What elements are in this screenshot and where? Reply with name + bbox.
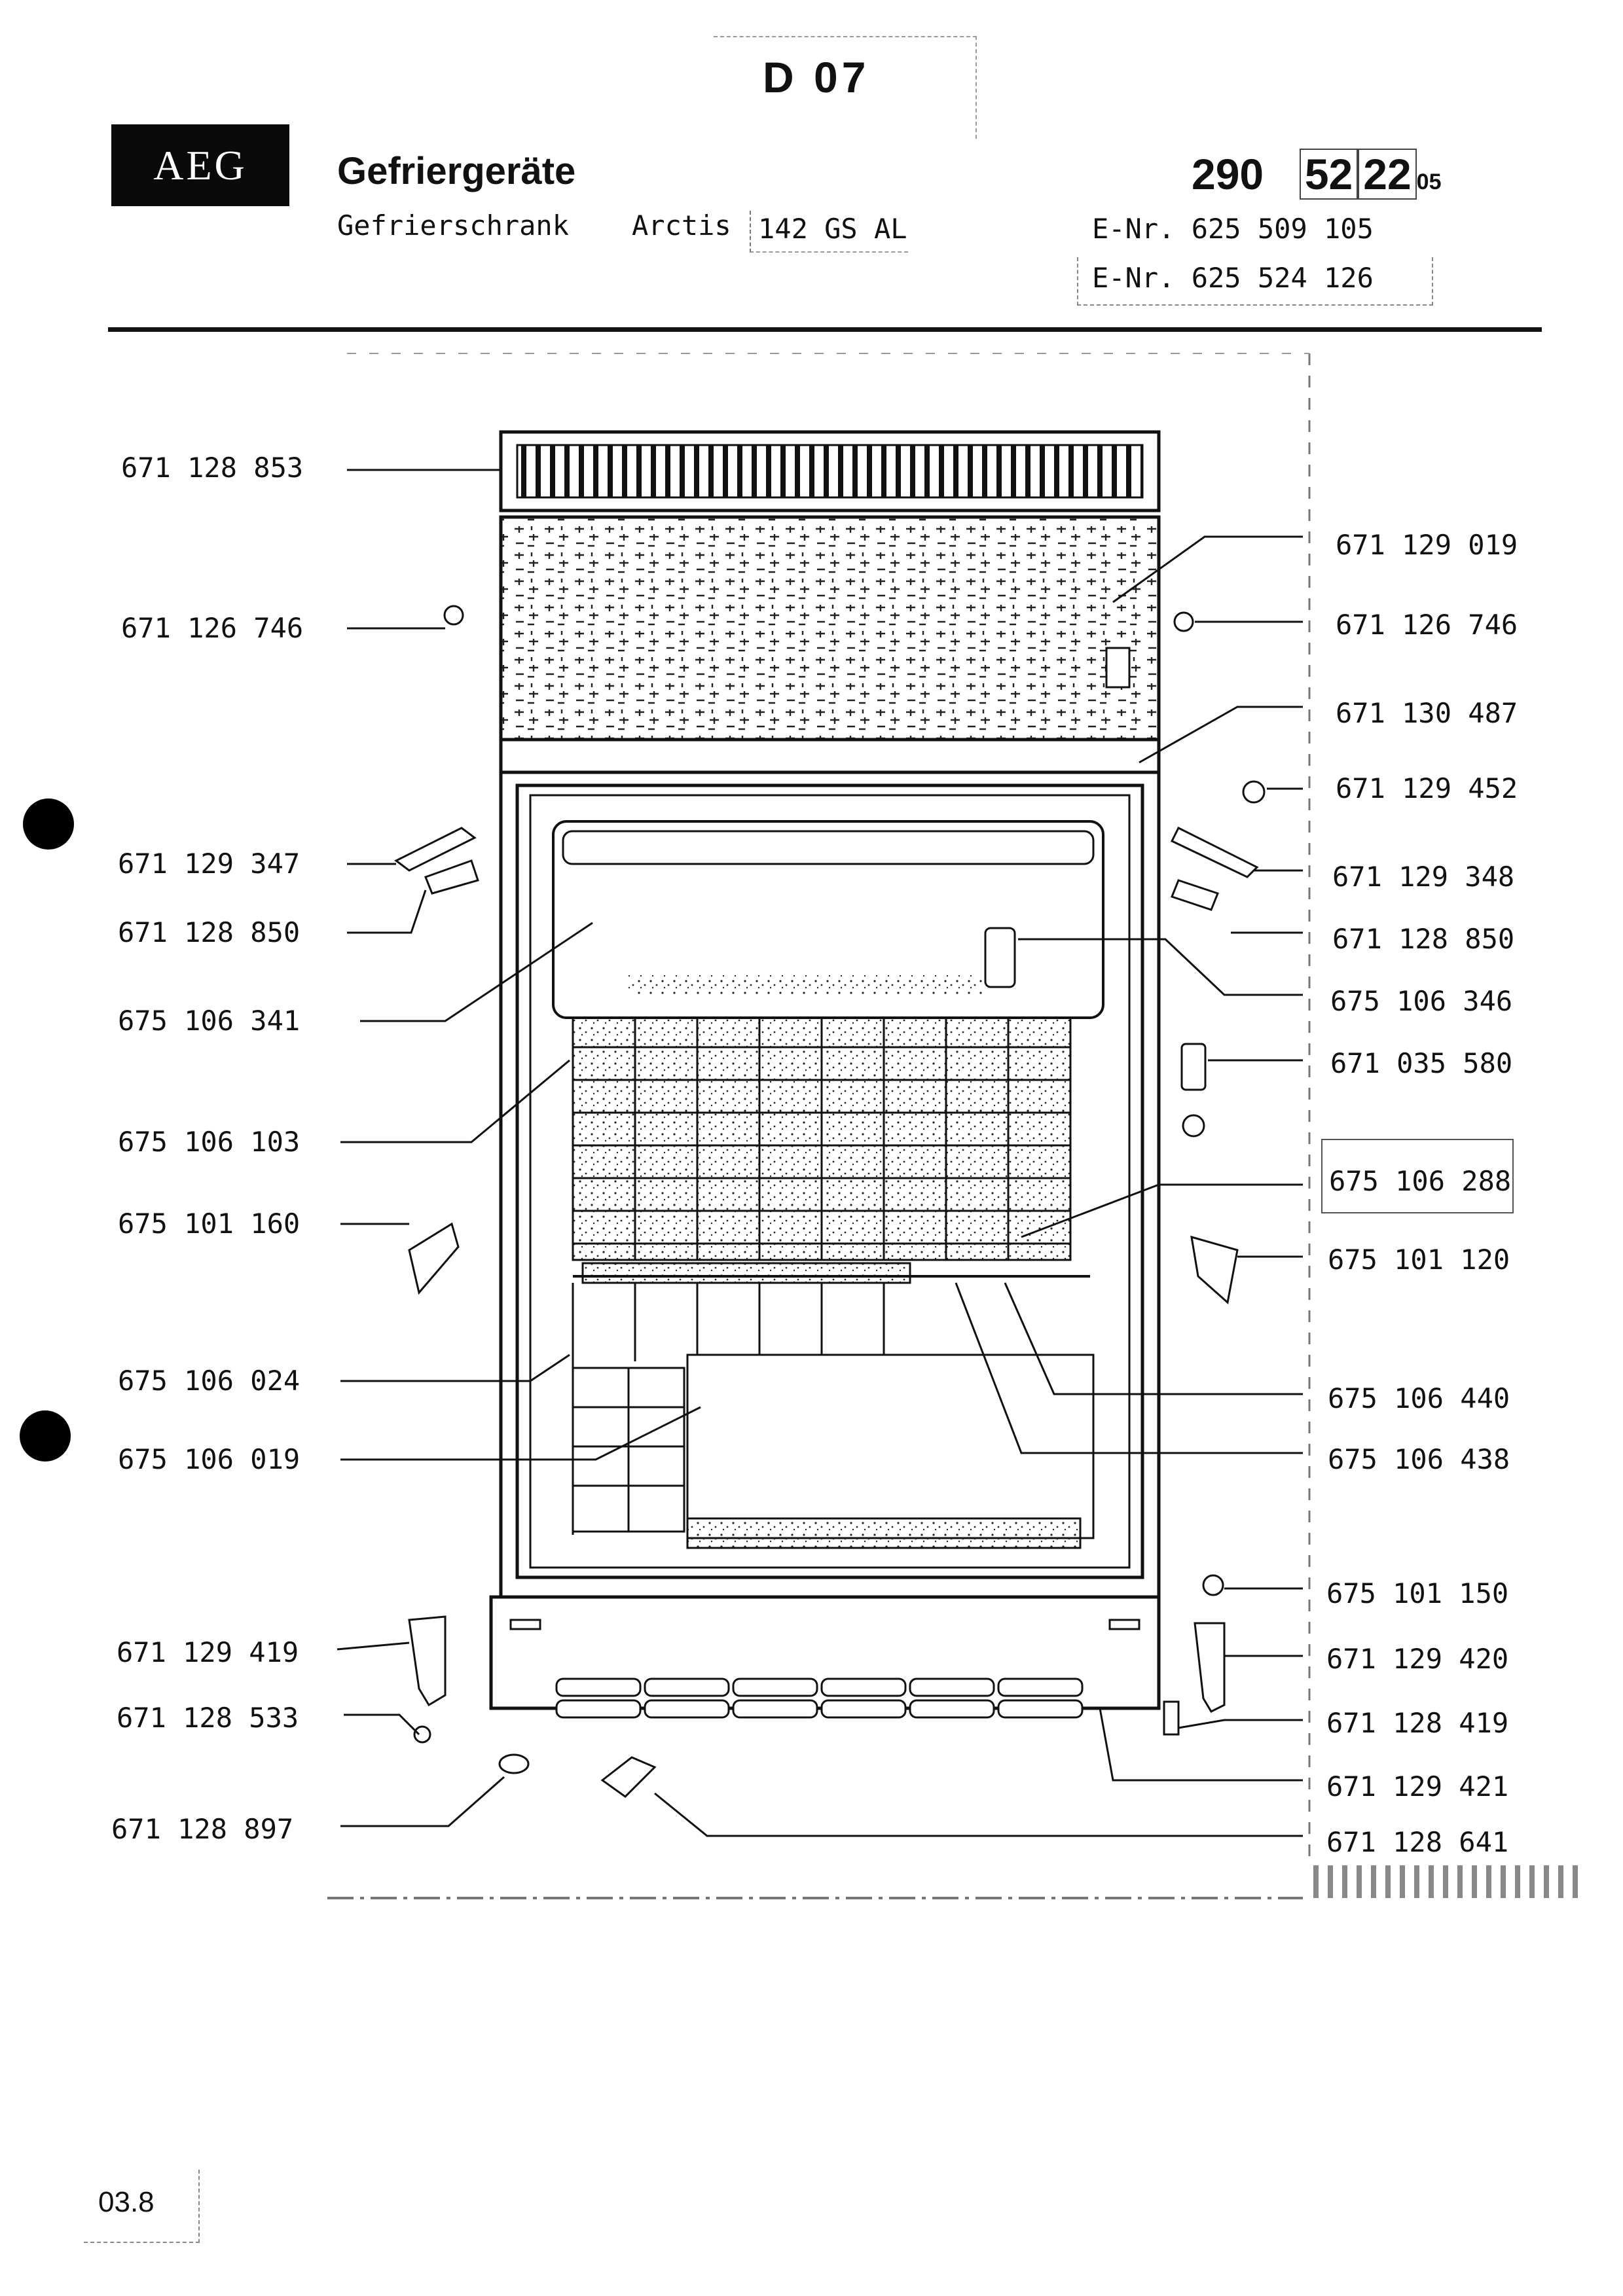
screw-left bbox=[443, 605, 464, 626]
evaporator-panel bbox=[552, 820, 1104, 1019]
hinge-right-lower bbox=[1171, 879, 1219, 911]
part-label-left: 671 128 897 bbox=[111, 1813, 294, 1845]
hinge-pin bbox=[1242, 780, 1266, 804]
part-label-left: 675 106 019 bbox=[118, 1443, 301, 1475]
doc-number-main: 290 bbox=[1192, 150, 1264, 198]
e-number-2-label: E-Nr. bbox=[1092, 262, 1175, 294]
aeg-logo: AEG bbox=[111, 124, 289, 206]
part-label-right: 675 106 346 bbox=[1330, 985, 1513, 1017]
door-stop-left bbox=[408, 1222, 460, 1295]
part-label-right: 671 129 348 bbox=[1332, 861, 1515, 893]
part-label-right: 671 035 580 bbox=[1330, 1047, 1513, 1079]
e-number-2: E-Nr. 625 524 126 bbox=[1092, 262, 1374, 294]
part-label-right: 671 128 641 bbox=[1326, 1826, 1509, 1858]
doc-number-suffix: 05 bbox=[1416, 170, 1442, 194]
top-ventilation-grille bbox=[499, 430, 1161, 512]
brand-line: Arctis bbox=[632, 209, 731, 242]
door-stop-right bbox=[1190, 1235, 1239, 1304]
part-label-right: 675 101 150 bbox=[1326, 1577, 1509, 1609]
foot-bracket-left bbox=[408, 1615, 447, 1707]
part-label-right: 671 130 487 bbox=[1336, 697, 1518, 729]
footer-frame bbox=[84, 2170, 200, 2243]
part-label-left: 671 126 746 bbox=[121, 612, 304, 644]
leader-lines bbox=[337, 469, 1303, 1837]
e-number-1-value: 625 509 105 bbox=[1191, 213, 1374, 245]
part-label-left: 675 106 103 bbox=[118, 1126, 301, 1158]
part-label-right: 671 126 746 bbox=[1336, 609, 1518, 641]
scan-punch-hole bbox=[23, 798, 74, 850]
wire-shelf-grid bbox=[572, 1016, 1090, 1284]
part-label-left: 675 106 024 bbox=[118, 1365, 301, 1397]
e-number-2-frame bbox=[1077, 257, 1433, 306]
model-number: 142 GS AL bbox=[758, 213, 907, 245]
e-number-1: E-Nr. 625 509 105 bbox=[1092, 213, 1374, 245]
doc-number-boxed-b: 22 bbox=[1358, 149, 1417, 200]
base-vents bbox=[509, 1619, 1140, 1719]
base-clip bbox=[600, 1756, 657, 1798]
part-label-right: 671 128 419 bbox=[1326, 1707, 1509, 1739]
part-label-left: 675 106 341 bbox=[118, 1005, 301, 1037]
part-label-right: 671 129 019 bbox=[1336, 529, 1518, 561]
lower-basket bbox=[572, 1283, 1095, 1549]
part-label-right: 671 128 850 bbox=[1332, 923, 1515, 955]
thermostat-bracket bbox=[1105, 647, 1131, 689]
top-insulation-block bbox=[499, 515, 1161, 742]
part-label-left: 671 128 850 bbox=[118, 916, 301, 948]
e-number-2-value: 625 524 126 bbox=[1191, 262, 1374, 294]
screw-right bbox=[1173, 611, 1194, 632]
foot-bushing bbox=[1202, 1574, 1224, 1596]
page-code-frame bbox=[714, 36, 977, 139]
model-frame bbox=[750, 211, 908, 253]
thermostat-knob bbox=[1180, 1043, 1207, 1091]
e-number-1-label: E-Nr. bbox=[1092, 213, 1175, 245]
part-label-right: 671 129 452 bbox=[1336, 772, 1518, 804]
foot-bracket-right bbox=[1194, 1622, 1226, 1713]
part-label-left: 671 129 347 bbox=[118, 848, 301, 880]
part-label-left: 671 128 853 bbox=[121, 452, 304, 484]
drain-handle bbox=[984, 927, 1016, 988]
appliance-type: Gefrierschrank bbox=[337, 209, 570, 242]
foot-pad bbox=[498, 1753, 530, 1774]
part-label-right: 675 101 120 bbox=[1328, 1244, 1510, 1276]
part-label-right-highlighted: 675 106 288 bbox=[1329, 1165, 1512, 1197]
small-parts bbox=[394, 605, 1266, 1798]
part-label-left: 671 129 419 bbox=[117, 1636, 299, 1668]
hinge-left-lower bbox=[424, 859, 479, 895]
part-label-right: 675 106 438 bbox=[1328, 1443, 1510, 1475]
highlight-frame bbox=[1321, 1139, 1514, 1213]
part-label-left: 671 128 533 bbox=[117, 1702, 299, 1734]
part-label-right: 671 129 420 bbox=[1326, 1643, 1509, 1675]
page-reference: 03.8 bbox=[98, 2186, 155, 2218]
category-title: Gefriergeräte bbox=[337, 150, 576, 192]
hinge-right-upper bbox=[1170, 826, 1259, 878]
part-label-left: 675 101 160 bbox=[118, 1208, 301, 1240]
part-label-right: 671 129 421 bbox=[1326, 1770, 1509, 1803]
part-label-right: 675 106 440 bbox=[1328, 1382, 1510, 1414]
doc-number-boxed-a: 52 bbox=[1299, 149, 1359, 200]
hinge-left-upper bbox=[394, 827, 477, 872]
page-code: D 07 bbox=[763, 53, 870, 101]
scan-punch-hole bbox=[20, 1410, 71, 1462]
header-rule bbox=[108, 327, 1542, 332]
